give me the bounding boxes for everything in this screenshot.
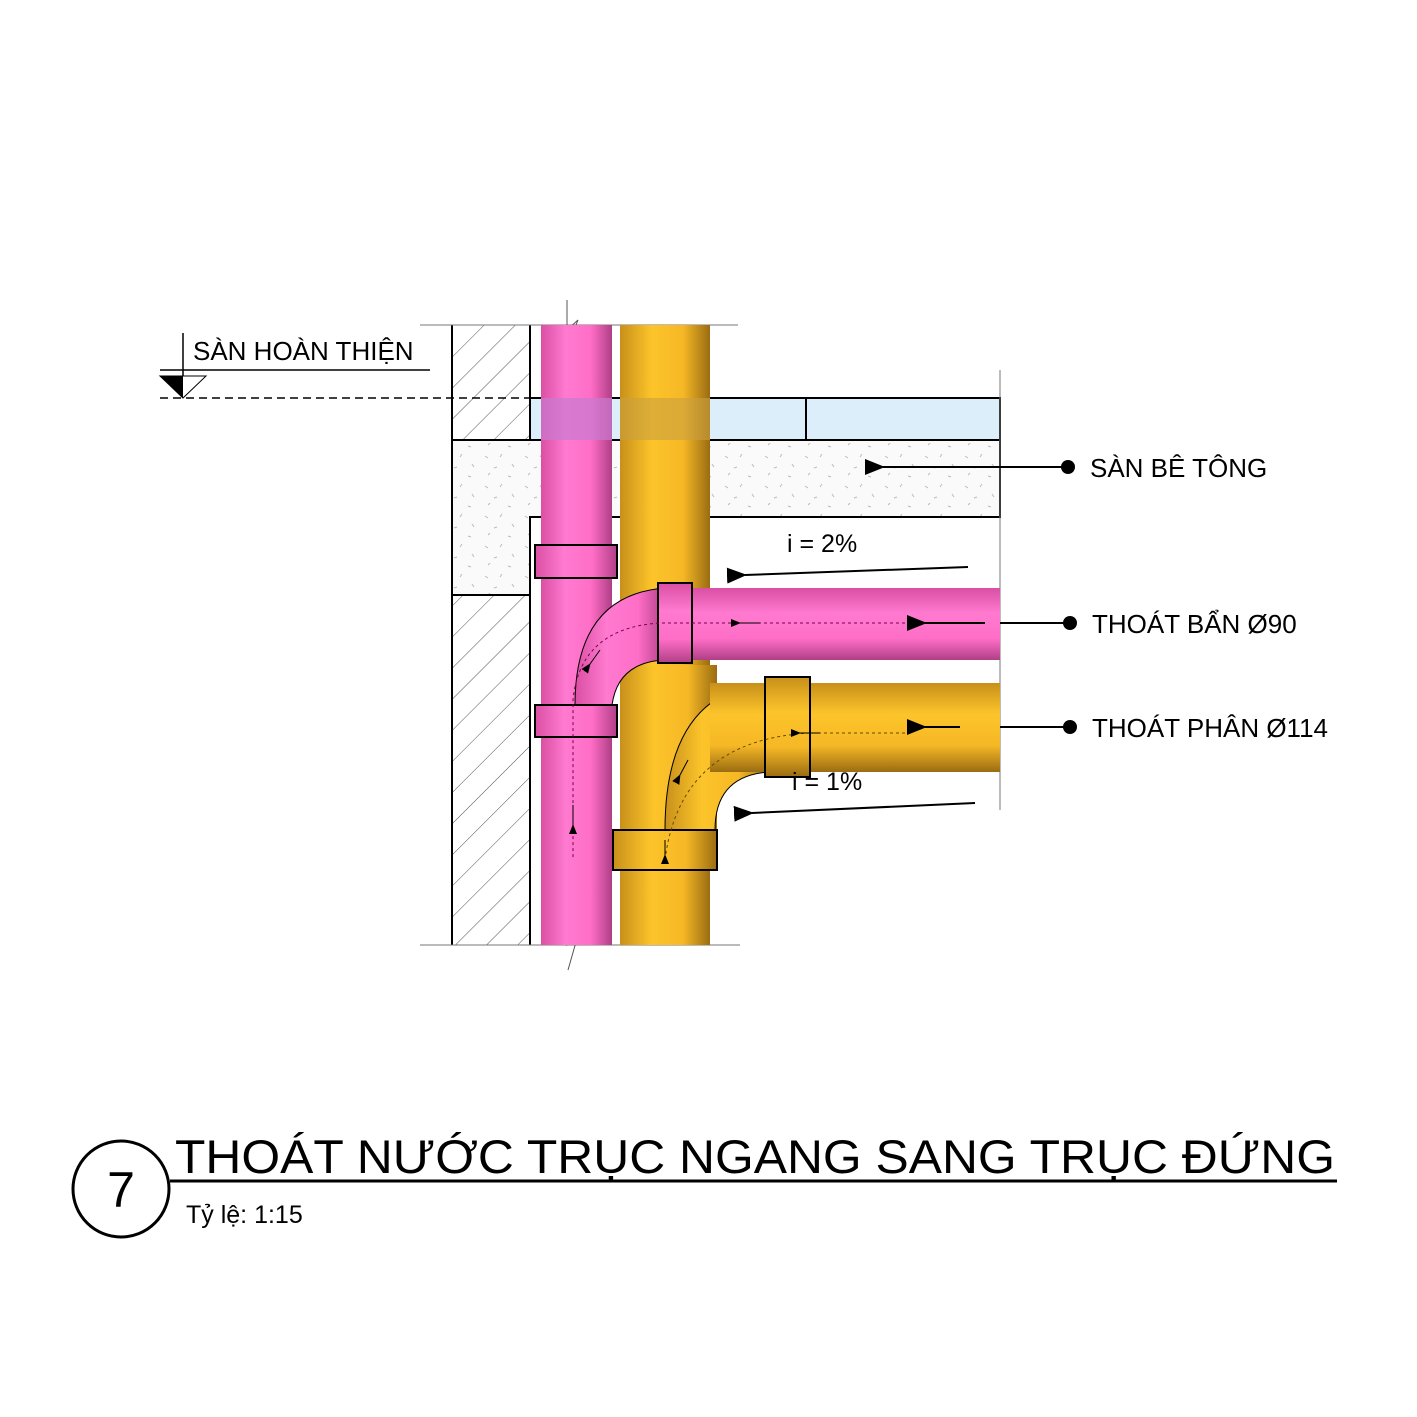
finish-floor-label: SÀN HOÀN THIỆN — [193, 336, 414, 366]
drawing-title: THOÁT NƯỚC TRỤC NGANG SANG TRỤC ĐỨNG — [175, 1130, 1335, 1183]
detail-number-circle — [71, 1139, 171, 1239]
wall-section — [451, 325, 531, 945]
level-marker-icon — [158, 333, 430, 399]
grey-water-label: THOÁT BẨN Ø90 — [1092, 609, 1297, 639]
black-water-label: THOÁT PHÂN Ø114 — [1092, 713, 1328, 743]
leader-black-water — [1000, 720, 1077, 734]
slope-arrow-upper — [726, 566, 969, 584]
grey-water-pipe — [534, 325, 1000, 945]
leader-grey-water — [1000, 616, 1077, 630]
leader-concrete — [865, 459, 1075, 475]
slope-upper-label: i = 2% — [787, 530, 857, 558]
detail-number: 7 — [107, 1162, 135, 1218]
slope-lower-label: i = 1% — [792, 768, 862, 796]
drawing-scale: Tỷ lệ: 1:15 — [186, 1201, 303, 1229]
slope-arrow-lower — [733, 802, 976, 822]
concrete-slab-label: SÀN BÊ TÔNG — [1090, 453, 1267, 483]
